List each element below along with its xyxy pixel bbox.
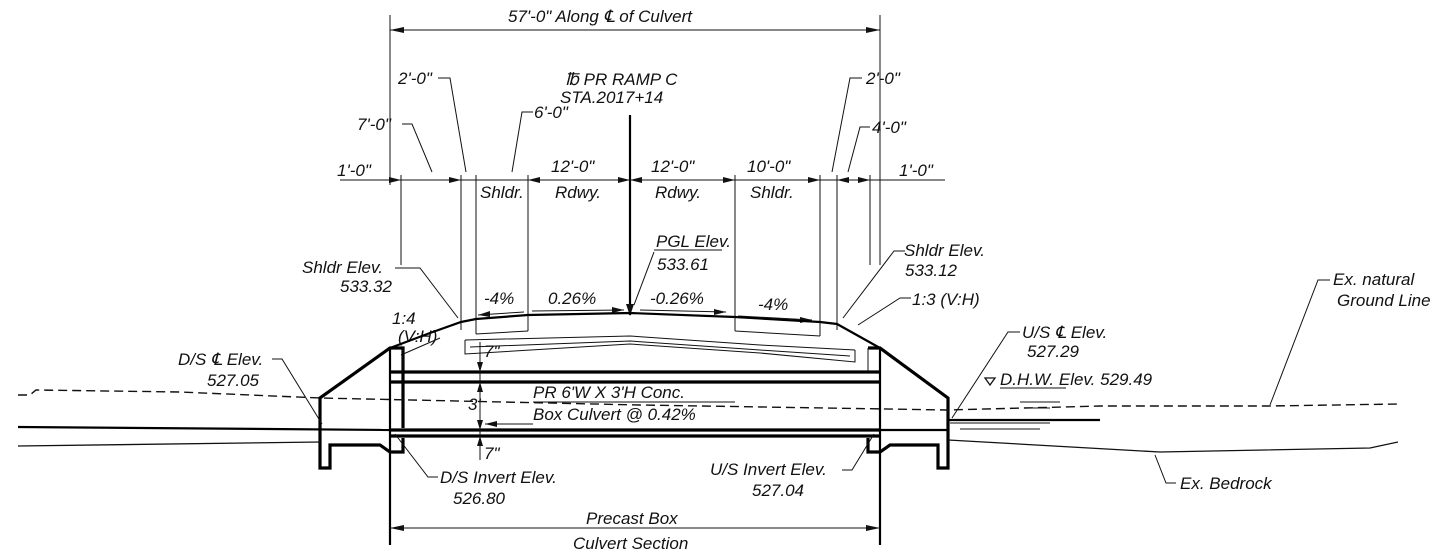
elevation-callouts: PGL Elev. 533.61 Shldr Elev. 533.32 Shld… [302, 232, 985, 346]
slope-right-ratio: 1:3 (V:H) [912, 290, 980, 309]
bottom-slab-thickness: 7" [484, 444, 500, 463]
us-fe-value: 527.29 [1027, 342, 1080, 361]
shldr-right-label: Shldr Elev. [904, 241, 985, 260]
baseline-marker: ℔ PR RAMP C STA.2017+14 [560, 70, 678, 316]
baseline-title: ℔ PR RAMP C [565, 70, 678, 89]
lane-rdwy-right: Rdwy. [655, 183, 701, 202]
overall-dim-text: 57'-0" Along ℄ of Culvert [508, 7, 693, 26]
grade-2: 0.26% [548, 289, 596, 308]
dim-6ft-left: 6'-0" [534, 103, 569, 122]
station-text: STA.2017+14 [560, 88, 663, 107]
us-fe-label: U/S ℄ Elev. [1022, 323, 1107, 342]
roadway-embankment [389, 311, 881, 363]
culvert-rise: 3' [468, 395, 481, 414]
natural-ground-line2: Ground Line [1337, 291, 1431, 310]
dhw-text: D.H.W. Elev. 529.49 [1000, 370, 1153, 389]
pgl-value: 533.61 [657, 255, 709, 274]
dim-1ft-left: 1'-0" [337, 161, 372, 180]
lane-shldr-right: Shldr. [750, 183, 794, 202]
grade-3: -0.26% [650, 289, 704, 308]
slope-left-ratio: 1:4 [392, 309, 416, 328]
lane-shldr-left: Shldr. [480, 183, 524, 202]
ds-fe-value: 527.05 [207, 371, 260, 390]
dim-4ft-right: 4'-0" [872, 118, 907, 137]
shldr-left-label: Shldr Elev. [302, 258, 383, 277]
box-culvert: 7" 3' 7" PR 6'W X 3'H Conc. Box Culvert … [318, 342, 950, 545]
precast-line1: Precast Box [586, 509, 678, 528]
dim-2ft-right: 2'-0" [865, 69, 901, 88]
dim-1ft-right: 1'-0" [899, 161, 934, 180]
precast-line2: Culvert Section [573, 534, 688, 553]
bedrock-text: Ex. Bedrock [1180, 474, 1273, 493]
grade-4: -4% [758, 295, 788, 314]
overall-dimension: 57'-0" Along ℄ of Culvert [389, 7, 881, 190]
culvert-desc-line2: Box Culvert @ 0.42% [533, 405, 696, 424]
ds-invert-label: D/S Invert Elev. [440, 468, 557, 487]
dim-12ft-right: 12'-0" [651, 157, 695, 176]
natural-ground-line1: Ex. natural [1333, 270, 1415, 289]
us-invert-value: 527.04 [752, 481, 804, 500]
grade-1: -4% [484, 289, 514, 308]
shldr-left-value: 533.32 [340, 277, 393, 296]
culvert-desc-line1: PR 6'W X 3'H Conc. [533, 383, 685, 402]
dim-2ft-left: 2'-0" [397, 69, 433, 88]
us-invert-label: U/S Invert Elev. [710, 460, 827, 479]
ground-lines [17, 389, 1401, 453]
dim-10ft-right: 10'-0" [747, 157, 791, 176]
ds-fe-label: D/S ℄ Elev. [178, 350, 263, 369]
dim-7ft-left: 7'-0" [357, 115, 392, 134]
ds-invert-value: 526.80 [453, 489, 506, 508]
pgl-label: PGL Elev. [656, 232, 731, 251]
flowline-callouts: D/S ℄ Elev. 527.05 U/S ℄ Elev. 527.29 D.… [178, 270, 1431, 508]
width-dimension-chain: 1'-0" 7'-0" 2'-0" 6'-0" 12'-0" 12'-0" 10… [337, 69, 945, 330]
top-slab-thickness: 7" [484, 342, 500, 361]
dim-12ft-left: 12'-0" [551, 157, 595, 176]
lane-rdwy-left: Rdwy. [555, 183, 601, 202]
precast-dimension: Precast Box Culvert Section [390, 509, 880, 553]
shldr-right-value: 533.12 [905, 261, 958, 280]
grade-labels: -4% 0.26% -0.26% -4% [477, 289, 813, 323]
